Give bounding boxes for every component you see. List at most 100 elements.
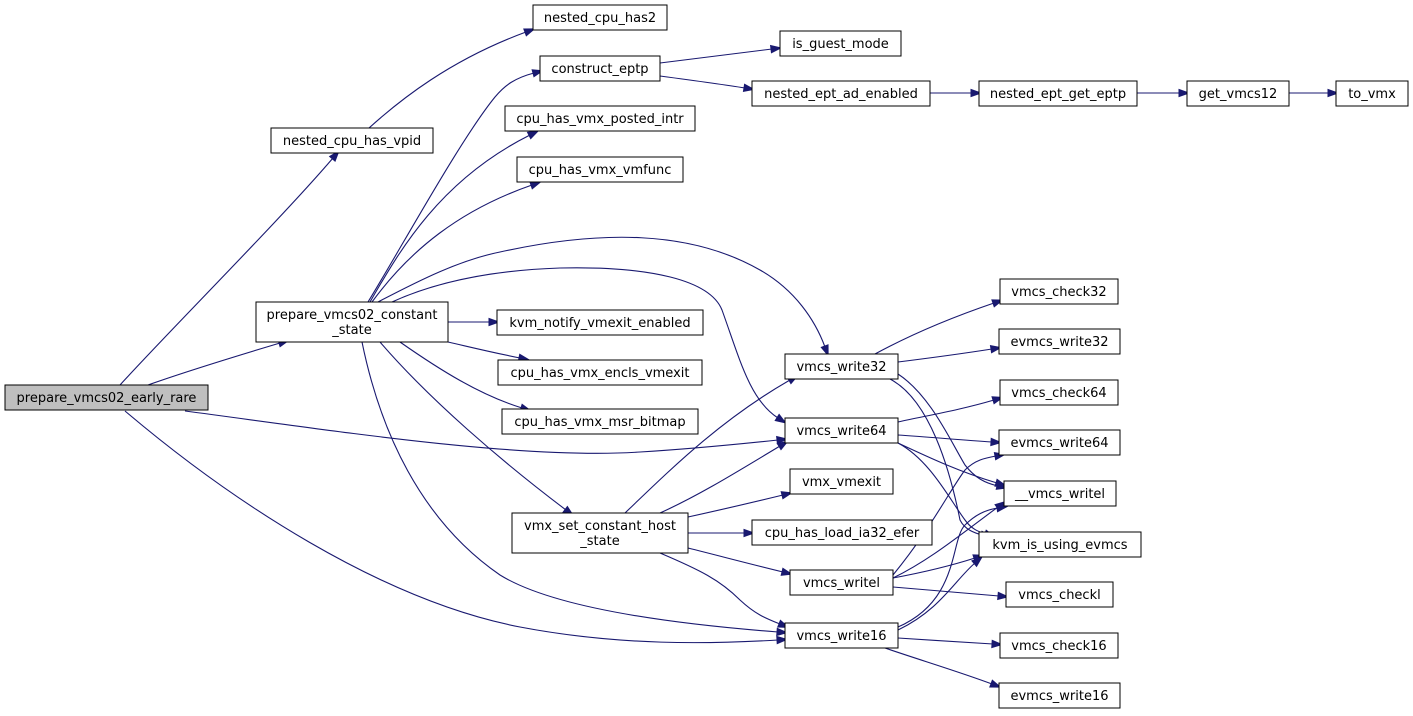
edge-line bbox=[391, 267, 779, 419]
edge-arrowhead bbox=[776, 635, 789, 645]
node-__vmcs_writel[interactable]: __vmcs_writel bbox=[1003, 480, 1117, 507]
edge-vmcs_write32-to-evmcs_write32 bbox=[897, 344, 1003, 363]
edge-vmx_set_constant_host_state-to-vmcs_write64 bbox=[659, 440, 789, 514]
node-to_vmx[interactable]: to_vmx bbox=[1335, 80, 1409, 107]
edge-prepare_vmcs02_constant_state-to-cpu_has_vmx_vmfunc bbox=[371, 181, 542, 303]
node-kvm_is_using_evmcs[interactable]: kvm_is_using_evmcs bbox=[978, 531, 1142, 558]
edge-line bbox=[897, 562, 976, 631]
edge-vmcs_write32-to-vmcs_check32 bbox=[874, 299, 1004, 355]
edge-arrowhead bbox=[989, 344, 1003, 354]
node-vmcs_write32[interactable]: vmcs_write32 bbox=[784, 353, 899, 380]
node-evmcs_write32[interactable]: evmcs_write32 bbox=[998, 328, 1121, 355]
edge-line bbox=[147, 342, 281, 386]
edge-nested_cpu_has_vpid-to-nested_cpu_has2 bbox=[368, 28, 536, 129]
edge-arrowhead bbox=[1327, 88, 1340, 98]
edge-vmcs_write32-to-__vmcs_writel bbox=[897, 373, 1009, 490]
node-cpu_has_vmx_vmfunc[interactable]: cpu_has_vmx_vmfunc bbox=[516, 156, 684, 183]
node-kvm_notify_vmexit_enabled[interactable]: kvm_notify_vmexit_enabled bbox=[496, 309, 704, 336]
node-nested_cpu_has_vpid[interactable]: nested_cpu_has_vpid bbox=[270, 127, 434, 154]
node-is_guest_mode[interactable]: is_guest_mode bbox=[779, 30, 902, 57]
node-vmcs_check32[interactable]: vmcs_check32 bbox=[999, 278, 1119, 305]
node-vmx_vmexit[interactable]: vmx_vmexit bbox=[789, 468, 894, 495]
node-label: cpu_has_load_ia32_efer bbox=[765, 526, 920, 541]
node-label: vmcs_write64 bbox=[796, 424, 886, 439]
node-box bbox=[999, 278, 1119, 305]
edge-line bbox=[897, 373, 999, 487]
node-box bbox=[751, 80, 931, 107]
node-label: get_vmcs12 bbox=[1199, 87, 1278, 102]
node-vmcs_check64[interactable]: vmcs_check64 bbox=[999, 379, 1119, 406]
node-nested_ept_ad_enabled[interactable]: nested_ept_ad_enabled bbox=[751, 80, 931, 107]
edge-line bbox=[889, 378, 983, 536]
node-box bbox=[779, 30, 902, 57]
edge-vmx_set_constant_host_state-to-cpu_has_load_ia32_efer bbox=[688, 528, 756, 538]
node-box bbox=[998, 682, 1121, 709]
call-nodes: prepare_vmcs02_early_rare nested_cpu_has_… bbox=[4, 4, 1409, 709]
node-vmcs_checkl[interactable]: vmcs_checkl bbox=[1005, 581, 1114, 608]
node-prepare_vmcs02_early_rare[interactable]: prepare_vmcs02_early_rare bbox=[4, 384, 209, 411]
node-label: _state bbox=[331, 323, 371, 338]
node-label: evmcs_write16 bbox=[1010, 689, 1108, 704]
node-box bbox=[751, 519, 933, 546]
node-vmx_set_constant_host_state[interactable]: vmx_set_constant_host_state bbox=[511, 512, 689, 554]
node-label: cpu_has_vmx_encls_vmexit bbox=[511, 366, 690, 381]
node-label: cpu_has_vmx_posted_intr bbox=[516, 112, 684, 127]
edge-arrowhead bbox=[526, 130, 540, 140]
node-cpu_has_vmx_posted_intr[interactable]: cpu_has_vmx_posted_intr bbox=[504, 105, 696, 132]
edge-prepare_vmcs02_constant_state-to-vmcs_write16 bbox=[361, 341, 789, 637]
node-label: _state bbox=[579, 534, 619, 549]
edge-vmcs_write16-to-evmcs_write16 bbox=[884, 647, 1002, 688]
edge-line bbox=[399, 341, 523, 409]
node-get_vmcs12[interactable]: get_vmcs12 bbox=[1186, 80, 1290, 107]
edge-line bbox=[687, 547, 784, 573]
edge-arrowhead bbox=[989, 679, 1002, 688]
edge-vmx_set_constant_host_state-to-vmx_vmexit bbox=[687, 491, 794, 518]
edge-line bbox=[379, 341, 567, 511]
node-box bbox=[496, 309, 704, 336]
node-label: evmcs_write32 bbox=[1010, 335, 1108, 350]
node-label: vmcs_write16 bbox=[796, 629, 886, 644]
edge-arrowhead bbox=[970, 88, 983, 98]
edge-line bbox=[897, 507, 999, 628]
node-nested_ept_get_eptp[interactable]: nested_ept_get_eptp bbox=[978, 80, 1138, 107]
edge-line bbox=[659, 552, 781, 625]
edge-prepare_vmcs02_early_rare-to-vmcs_write16 bbox=[124, 410, 789, 645]
node-label: vmcs_checkl bbox=[1018, 588, 1100, 603]
node-nested_cpu_has2[interactable]: nested_cpu_has2 bbox=[532, 4, 668, 31]
node-cpu_has_load_ia32_efer[interactable]: cpu_has_load_ia32_efer bbox=[751, 519, 933, 546]
node-label: vmx_vmexit bbox=[802, 475, 881, 490]
node-label: vmcs_writel bbox=[803, 576, 880, 591]
node-box bbox=[784, 417, 899, 444]
node-vmcs_check16[interactable]: vmcs_check16 bbox=[999, 632, 1119, 659]
edge-prepare_vmcs02_constant_state-to-cpu_has_vmx_encls_vmexit bbox=[447, 341, 531, 362]
edge-arrowhead bbox=[990, 437, 1003, 447]
node-box bbox=[978, 531, 1142, 558]
edge-arrowhead bbox=[328, 150, 340, 162]
edge-arrowhead bbox=[774, 413, 787, 424]
node-vmcs_write64[interactable]: vmcs_write64 bbox=[784, 417, 899, 444]
edge-line bbox=[124, 410, 779, 644]
node-vmcs_writel[interactable]: vmcs_writel bbox=[789, 569, 894, 596]
node-label: to_vmx bbox=[1348, 87, 1396, 102]
node-cpu_has_vmx_msr_bitmap[interactable]: cpu_has_vmx_msr_bitmap bbox=[501, 408, 699, 435]
node-prepare_vmcs02_constant_state[interactable]: prepare_vmcs02_constant_state bbox=[255, 301, 449, 343]
edge-arrowhead bbox=[1178, 88, 1191, 98]
node-evmcs_write64[interactable]: evmcs_write64 bbox=[998, 429, 1121, 456]
node-cpu_has_vmx_encls_vmexit[interactable]: cpu_has_vmx_encls_vmexit bbox=[497, 359, 703, 386]
node-evmcs_write16[interactable]: evmcs_write16 bbox=[998, 682, 1121, 709]
edge-line bbox=[119, 157, 334, 386]
edge-line bbox=[659, 75, 746, 89]
node-label: __vmcs_writel bbox=[1014, 487, 1105, 502]
edge-vmx_set_constant_host_state-to-vmcs_writel bbox=[687, 547, 794, 576]
edge-construct_eptp-to-is_guest_mode bbox=[659, 44, 783, 64]
node-vmcs_write16[interactable]: vmcs_write16 bbox=[784, 622, 899, 649]
edge-arrowhead bbox=[523, 28, 536, 37]
edge-line bbox=[892, 586, 1000, 597]
node-box bbox=[1335, 80, 1409, 107]
node-construct_eptp[interactable]: construct_eptp bbox=[539, 55, 661, 82]
edge-arrowhead bbox=[820, 344, 829, 357]
edge-prepare_vmcs02_constant_state-to-vmcs_write32 bbox=[377, 236, 829, 357]
node-box bbox=[270, 127, 434, 154]
edge-construct_eptp-to-nested_ept_ad_enabled bbox=[659, 75, 756, 93]
